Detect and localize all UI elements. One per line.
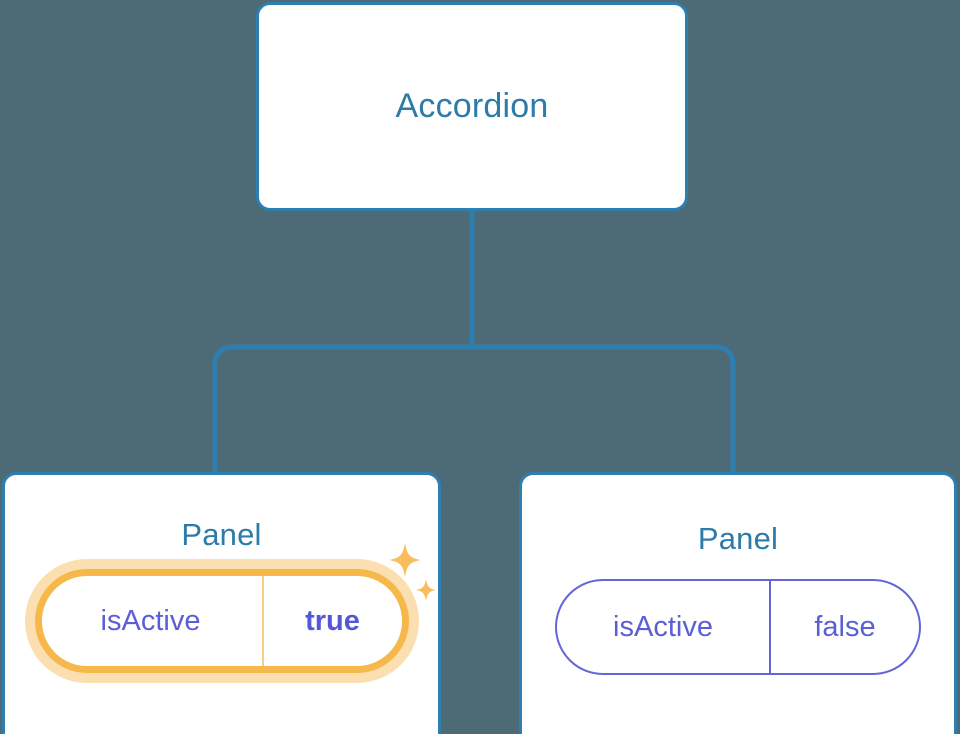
connector-branch-right	[472, 344, 736, 474]
prop-pill-left-wrapper: isActive true	[24, 559, 419, 683]
node-panel-right-title: Panel	[697, 521, 779, 556]
prop-key-label: isActive	[42, 576, 264, 666]
prop-value-label: false	[814, 610, 876, 643]
node-panel-left[interactable]: Panel isActive true	[2, 472, 441, 734]
node-accordion-title: Accordion	[395, 87, 549, 125]
connector-branch-left	[212, 344, 472, 474]
node-panel-left-title: Panel	[181, 517, 262, 552]
prop-pill-right-wrapper: isActive false	[555, 579, 921, 675]
node-accordion[interactable]: Accordion	[256, 2, 688, 211]
prop-pill-is-active-true[interactable]: isActive true	[34, 569, 409, 673]
node-panel-right[interactable]: Panel isActive false	[519, 472, 957, 734]
prop-value-label: true	[305, 604, 360, 637]
prop-key-label: isActive	[557, 581, 771, 673]
prop-pill-is-active-false[interactable]: isActive false	[555, 579, 921, 675]
